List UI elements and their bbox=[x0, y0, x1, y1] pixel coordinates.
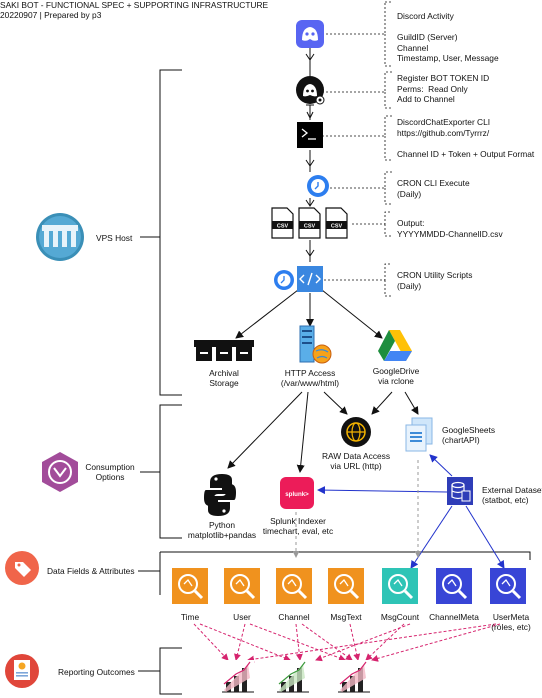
google-sheets-icon bbox=[405, 417, 433, 452]
report-chart-icon bbox=[338, 660, 370, 693]
field-label: Channel bbox=[278, 612, 310, 622]
splunk-logo-text: splunk> bbox=[285, 491, 309, 498]
field-tile-user bbox=[224, 568, 260, 604]
data-fields-label: Data Fields & Attributes bbox=[47, 566, 135, 576]
field-tile-msgcount bbox=[382, 568, 418, 604]
field-label: MsgText bbox=[330, 612, 362, 622]
archival-storage-label: Archival Storage bbox=[209, 368, 239, 388]
annotation-discord-activity: Discord Activity GuildID (Server)Channel… bbox=[397, 11, 499, 64]
page-title: SAKI BOT - FUNCTIONAL SPEC + SUPPORTING … bbox=[0, 0, 269, 10]
consumption-options-icon bbox=[42, 452, 78, 492]
field-label: ChannelMeta bbox=[429, 612, 479, 622]
consumption-options-label: Consumption Options bbox=[85, 462, 135, 482]
python-logo-icon bbox=[204, 474, 236, 516]
field-tile-channelmeta bbox=[436, 568, 472, 604]
annotation-connectors bbox=[322, 1, 392, 297]
terminal-icon bbox=[297, 122, 323, 148]
cron-clock-icon bbox=[274, 270, 294, 290]
google-sheets-label: GoogleSheets (chartAPI) bbox=[442, 425, 496, 445]
cron-clock-icon bbox=[307, 175, 329, 197]
csv-file-icon bbox=[271, 207, 294, 239]
main-flow bbox=[305, 48, 315, 262]
annotation-line: Perms: Read Only bbox=[397, 83, 468, 94]
fields-bracket bbox=[138, 551, 531, 595]
csv-label: CSV bbox=[331, 224, 343, 230]
field-tile-msgtext bbox=[328, 568, 364, 604]
annotation-line: Channel ID + Token + Output Format bbox=[397, 148, 535, 159]
annotation-line: GuildID (Server) bbox=[397, 32, 458, 42]
annotation-line: Register BOT TOKEN ID bbox=[397, 73, 490, 83]
www-globe-icon bbox=[341, 417, 371, 447]
annotation-cron-utility: CRON Utility Scripts(Daily) bbox=[397, 270, 472, 291]
csv-file-icon bbox=[298, 207, 321, 239]
consumption-arrows bbox=[227, 391, 419, 473]
csv-file-icon bbox=[325, 207, 348, 239]
annotation-line: Timestamp, User, Message bbox=[397, 53, 499, 63]
google-drive-icon bbox=[378, 330, 412, 361]
page-subtitle: 20220907 | Prepared by p3 bbox=[0, 10, 102, 20]
discord-bot-icon bbox=[296, 76, 325, 105]
annotation-line: Output: bbox=[397, 218, 425, 228]
python-label: Python matplotlib+pandas bbox=[187, 520, 257, 540]
report-chart-icon bbox=[277, 660, 309, 693]
discord-app-icon bbox=[296, 20, 324, 48]
field-tile-usermeta bbox=[490, 568, 526, 604]
storage-arrows bbox=[235, 289, 383, 339]
annotation-line: https://github.com/Tyrrrz/ bbox=[397, 127, 490, 138]
report-chart-icon bbox=[222, 660, 254, 693]
archival-storage-icon bbox=[194, 340, 254, 361]
csv-label: CSV bbox=[304, 224, 316, 230]
consumption-bracket bbox=[140, 404, 182, 539]
annotation-line bbox=[397, 22, 499, 33]
field-label: User bbox=[233, 612, 251, 622]
annotation-line: Add to Channel bbox=[397, 94, 455, 104]
vps-bracket bbox=[140, 69, 182, 396]
reporting-bracket bbox=[138, 647, 182, 695]
vps-host-icon bbox=[36, 213, 84, 261]
annotation-line: CRON CLI Execute bbox=[397, 178, 470, 188]
external-dataset-icon bbox=[447, 477, 473, 505]
raw-data-access-label: RAW Data Access via URL (http) bbox=[321, 451, 391, 471]
vps-host-label: VPS Host bbox=[96, 233, 133, 243]
external-arrows bbox=[317, 454, 505, 569]
splunk-label: Splunk Indexer timechart, eval, etc bbox=[262, 516, 334, 536]
field-label: MsgCount bbox=[380, 612, 420, 622]
annotation-output-file: Output:YYYYMMDD-ChannelID.csv bbox=[397, 218, 503, 239]
report-document-icon bbox=[5, 654, 39, 688]
http-server-icon bbox=[299, 325, 332, 364]
field-tile-channel bbox=[276, 568, 312, 604]
annotation-line: Channel bbox=[397, 42, 429, 53]
field-label: Time bbox=[180, 612, 200, 622]
red-dashed-arrows bbox=[193, 623, 501, 663]
annotation-line: Discord Activity bbox=[397, 11, 454, 21]
splunk-logo-icon bbox=[280, 477, 314, 509]
code-script-icon bbox=[297, 266, 323, 292]
annotation-cron-cli: CRON CLI Execute(Daily) bbox=[397, 178, 470, 199]
annotation-line: (Daily) bbox=[397, 280, 422, 291]
csv-label: CSV bbox=[277, 224, 289, 230]
field-label: UserMeta (roles, etc) bbox=[491, 612, 531, 632]
annotation-line: CRON Utility Scripts bbox=[397, 270, 473, 280]
annotation-line bbox=[397, 138, 534, 149]
external-dataset-label: External Dataset (statbot, etc) bbox=[482, 485, 542, 505]
annotation-line: (Daily) bbox=[397, 188, 422, 199]
http-access-label: HTTP Access (/var/www/html) bbox=[280, 368, 340, 388]
reporting-outcomes-label: Reporting Outcomes bbox=[58, 667, 135, 677]
google-drive-label: GoogleDrive via rclone bbox=[372, 366, 420, 386]
gray-dashed-arrows bbox=[292, 460, 422, 558]
annotation-line: YYYYMMDD-ChannelID.csv bbox=[397, 228, 503, 239]
field-tile-time bbox=[172, 568, 208, 604]
tag-icon bbox=[5, 551, 39, 585]
annotation-line: DiscordChatExporter CLI bbox=[397, 117, 491, 127]
